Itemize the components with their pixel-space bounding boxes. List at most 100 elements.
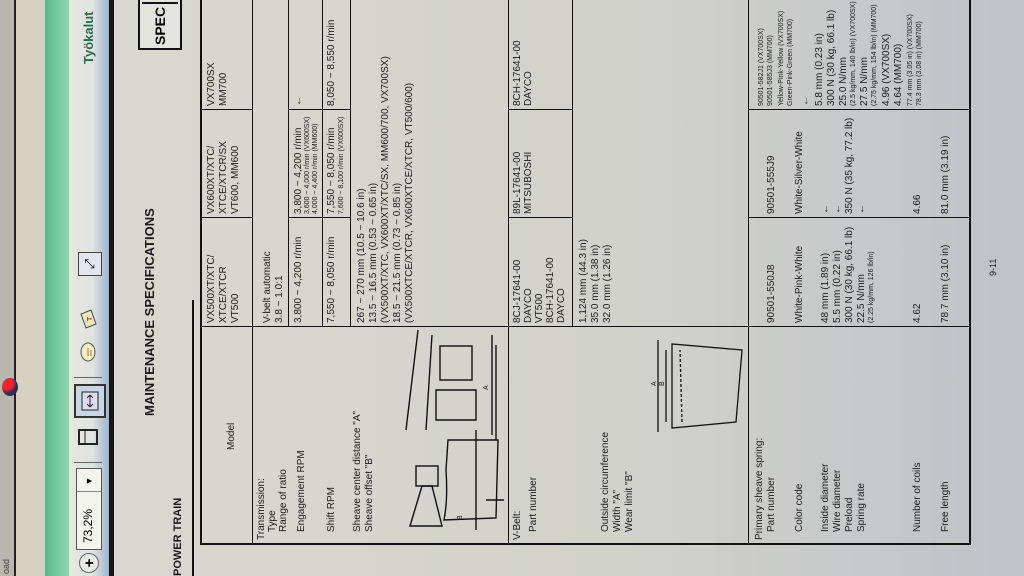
page-title: MAINTENANCE SPECIFICATIONS bbox=[142, 208, 157, 416]
model-col4-line: MM700 bbox=[218, 72, 229, 106]
vbelt-col2: DAYCO bbox=[556, 288, 567, 323]
tools-button[interactable]: Työkalut bbox=[81, 11, 96, 65]
section-divider bbox=[748, 0, 749, 545]
model-header: Model bbox=[226, 422, 237, 450]
shift-col3-note: 7,600 ~ 8,100 r/min (VX600SX) bbox=[338, 116, 345, 214]
model-col3-line: XTCE/XTCR/SX bbox=[218, 141, 229, 214]
vbelt-diagram-label-b: B bbox=[659, 381, 666, 386]
spring-col3: ← bbox=[820, 204, 831, 214]
column-divider bbox=[288, 109, 350, 110]
column-divider bbox=[508, 109, 572, 110]
column-divider bbox=[288, 217, 350, 218]
shift-col3: 7,550 ~ 8,050 r/min bbox=[326, 127, 337, 214]
sheave-value: (VX500XT/XTC, VX600XT/XTC/SX, MM600/700,… bbox=[380, 56, 391, 323]
spring-col2: 4.62 bbox=[912, 303, 923, 323]
comment-icon bbox=[80, 342, 96, 362]
fit-page-icon bbox=[78, 429, 98, 445]
expand-button[interactable]: ⤢ bbox=[78, 252, 102, 276]
desktop-app-icon[interactable] bbox=[2, 378, 18, 396]
spec-label: SPEC bbox=[142, 1, 178, 48]
spring-col4: 5.8 mm (0.23 in) bbox=[814, 33, 825, 106]
spring-col4: 77.4 mm (3.05 in) (VX700SX) bbox=[907, 14, 914, 106]
model-col2-line: VT500 bbox=[230, 293, 241, 323]
vbelt-col2: DAYCO bbox=[523, 288, 534, 323]
row-label: Color code bbox=[794, 483, 805, 532]
section-title: POWER TRAIN bbox=[172, 497, 184, 576]
vbelt-col4: DAYCO bbox=[523, 71, 534, 106]
spring-col4: 4.64 (MM700) bbox=[893, 43, 904, 106]
zoom-value: 73,2% bbox=[81, 508, 95, 543]
vbelt-diagram: A B bbox=[651, 340, 743, 432]
zoom-in-button[interactable]: + bbox=[79, 553, 99, 573]
spring-col4: Green-Pink-Green (MM700) bbox=[787, 18, 794, 106]
spring-col3: 350 N (35 kg, 77.2 lb) bbox=[844, 117, 855, 214]
model-col3-line: VX600XT/XTC/ bbox=[206, 145, 217, 214]
row-label: Range of ratio bbox=[278, 469, 289, 532]
row-label: Number of coils bbox=[912, 462, 923, 532]
engagement-col3-note: 3,600 ~ 4,000 r/min (VX600SX) bbox=[304, 116, 311, 214]
row-label: Sheave offset "B" bbox=[364, 454, 375, 532]
model-col2-line: VX500XT/XTC/ bbox=[206, 254, 217, 323]
spring-col2: 300 N (30 kg, 66.1 lb) bbox=[844, 226, 855, 323]
fit-width-icon bbox=[81, 391, 99, 411]
row-divider bbox=[322, 0, 323, 327]
model-col4-line: VX700SX bbox=[206, 62, 217, 106]
engagement-col4: ← bbox=[293, 96, 304, 106]
spring-col3: ← bbox=[856, 204, 867, 214]
spring-col2: White-Pink-White bbox=[794, 245, 805, 323]
desktop-label: oad bbox=[1, 558, 11, 574]
row-label: Width "A" bbox=[612, 489, 623, 532]
spring-col3: 4.66 bbox=[912, 194, 923, 214]
model-col3-line: VT600, MM600 bbox=[230, 145, 241, 214]
fit-page-button[interactable] bbox=[76, 426, 100, 448]
comment-button[interactable] bbox=[78, 340, 100, 364]
vbelt-dimension: 35.0 mm (1.38 in) bbox=[590, 244, 601, 323]
spring-col4: Yellow-Pink-Yellow (VX700SX) bbox=[778, 10, 785, 106]
spring-col3: White-Silver-White bbox=[794, 131, 805, 214]
spring-col4: 27.5 N/mm bbox=[859, 57, 870, 106]
column-divider bbox=[200, 217, 252, 218]
zoom-level-field[interactable]: 73,2% ▼ bbox=[76, 468, 102, 550]
column-divider bbox=[748, 109, 970, 110]
row-label: Inside diameter bbox=[820, 463, 831, 532]
engagement-col3-note: 4,000 ~ 4,400 r/min (MM600) bbox=[312, 123, 319, 214]
row-label: Free length bbox=[940, 481, 951, 532]
row-label: Wire diameter bbox=[832, 469, 843, 532]
spring-col2: 78.7 mm (3.10 in) bbox=[940, 244, 951, 323]
spring-col4: 25.0 N/mm bbox=[838, 57, 849, 106]
row-divider bbox=[288, 0, 289, 327]
stamp-icon: T bbox=[80, 309, 97, 329]
stamp-button[interactable]: T bbox=[77, 306, 101, 332]
diagram-label-b: B bbox=[457, 515, 464, 520]
fit-width-button[interactable] bbox=[74, 384, 106, 418]
toolbar-separator bbox=[74, 462, 102, 463]
row-divider bbox=[350, 0, 351, 327]
column-divider bbox=[200, 109, 252, 110]
table-bottom-border bbox=[969, 0, 971, 545]
row-label: Type bbox=[267, 510, 278, 532]
plus-icon: + bbox=[80, 558, 98, 568]
column-divider bbox=[508, 217, 572, 218]
spring-col4: 90501-582J1 (VX700SX) bbox=[758, 28, 765, 106]
sheave-value: 267 ~ 270 mm (10.5 ~ 10.6 in) bbox=[356, 188, 367, 323]
spring-col2: 5.5 mm (0.22 in) bbox=[832, 250, 843, 323]
vbelt-col2: 8CH-17641-00 bbox=[545, 257, 556, 323]
row-label: Part number bbox=[528, 476, 539, 532]
transmission-label: Transmission: bbox=[256, 478, 267, 540]
spring-col3: ← bbox=[832, 204, 843, 214]
row-label: Preload bbox=[844, 497, 855, 532]
spring-col2: 22.5 N/mm bbox=[856, 274, 867, 323]
sheave-value: (VX500XTCE/XTCR, VX600XTCE/XTCR, VT500/6… bbox=[404, 82, 415, 323]
shift-col4: 8,050 ~ 8,550 r/min bbox=[326, 19, 337, 106]
zoom-dropdown-icon[interactable]: ▼ bbox=[77, 471, 101, 492]
vbelt-col3: MITSUBOSHI bbox=[523, 151, 534, 214]
engagement-col3: 3,800 ~ 4,200 r/min bbox=[293, 127, 304, 214]
sheave-diagram: A B bbox=[405, 330, 504, 530]
vbelt-dimension: 1,124 mm (44.3 in) bbox=[578, 239, 589, 323]
column-divider bbox=[748, 217, 970, 218]
svg-text:T: T bbox=[87, 316, 94, 321]
spring-col4: 78.3 mm (3.08 in) (MM700) bbox=[916, 21, 923, 106]
diagram-label-a: A bbox=[483, 385, 490, 390]
spring-col4: 90501-585J3 (MM700) bbox=[767, 35, 774, 106]
